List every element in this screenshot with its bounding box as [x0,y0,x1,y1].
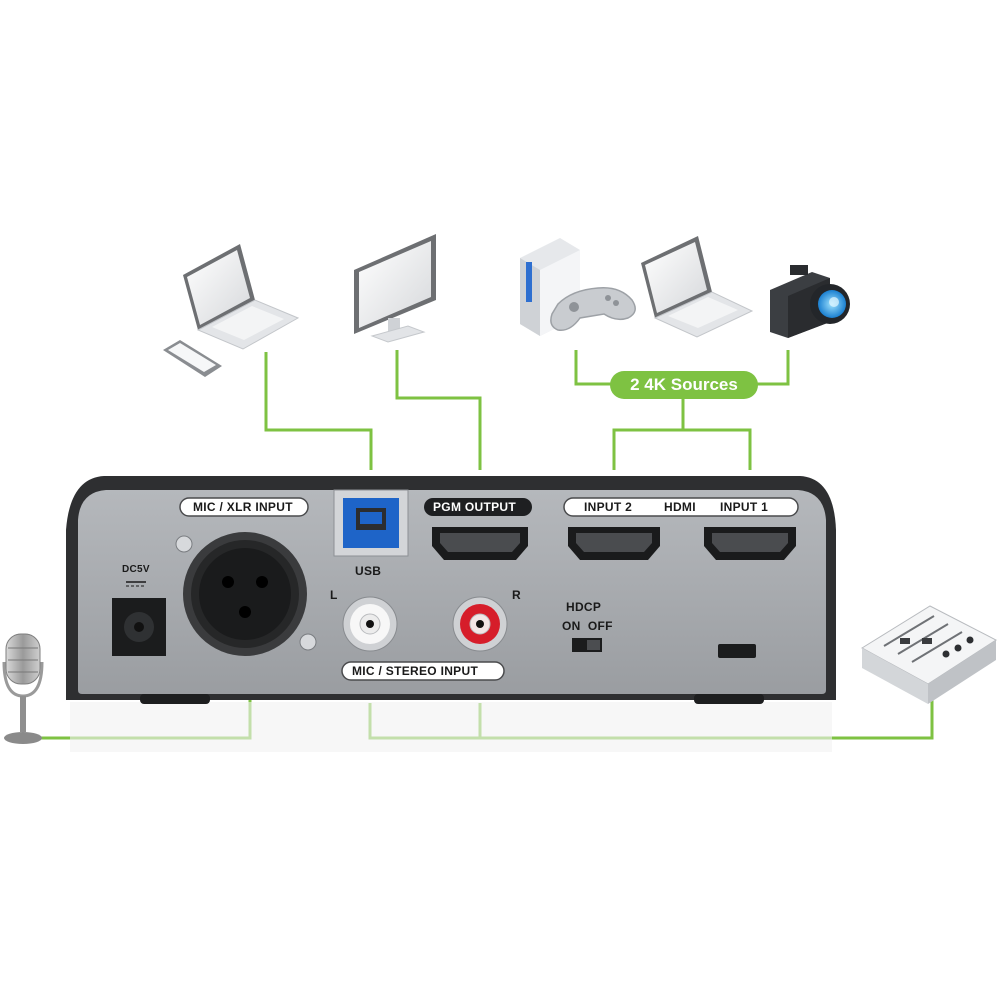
smartphone-icon [163,340,222,377]
hdmi-input-1-port [704,527,796,560]
monitor-icon [354,234,436,342]
left-channel-label: L [330,588,338,602]
hdmi-label: HDMI [664,500,696,514]
usb-label: USB [355,564,381,578]
mic-stereo-input-label: MIC / STEREO INPUT [352,664,478,678]
security-slot [718,644,756,658]
audio-mixer-icon [862,606,996,704]
camera-icon [770,265,850,338]
rca-right-connector [453,597,507,651]
pgm-output-label: PGM OUTPUT [433,500,516,514]
line-monitor-to-pgm [397,350,480,470]
hdmi-pgm-output-port [432,527,528,560]
input-1-label: INPUT 1 [720,500,768,514]
line-laptop-to-usb [266,352,371,470]
hdcp-label: HDCP [566,600,601,614]
dc5v-label: DC5V [122,564,150,575]
mic-xlr-input-label: MIC / XLR INPUT [193,500,293,514]
hdcp-switch [572,638,602,652]
sources-label: 2 4K Sources [610,371,758,399]
laptop-icon [183,244,298,349]
line-sources-to-inputs [614,430,750,470]
hdmi-input-2-port [568,527,660,560]
input-2-label: INPUT 2 [584,500,632,514]
laptop-icon [641,236,752,337]
microphone-icon [4,634,42,744]
switcher-device [66,476,836,752]
right-channel-label: R [512,588,521,602]
usb-b-port [334,490,408,556]
hdcp-on-off-label: ON OFF [562,619,613,633]
rca-left-connector [343,597,397,651]
